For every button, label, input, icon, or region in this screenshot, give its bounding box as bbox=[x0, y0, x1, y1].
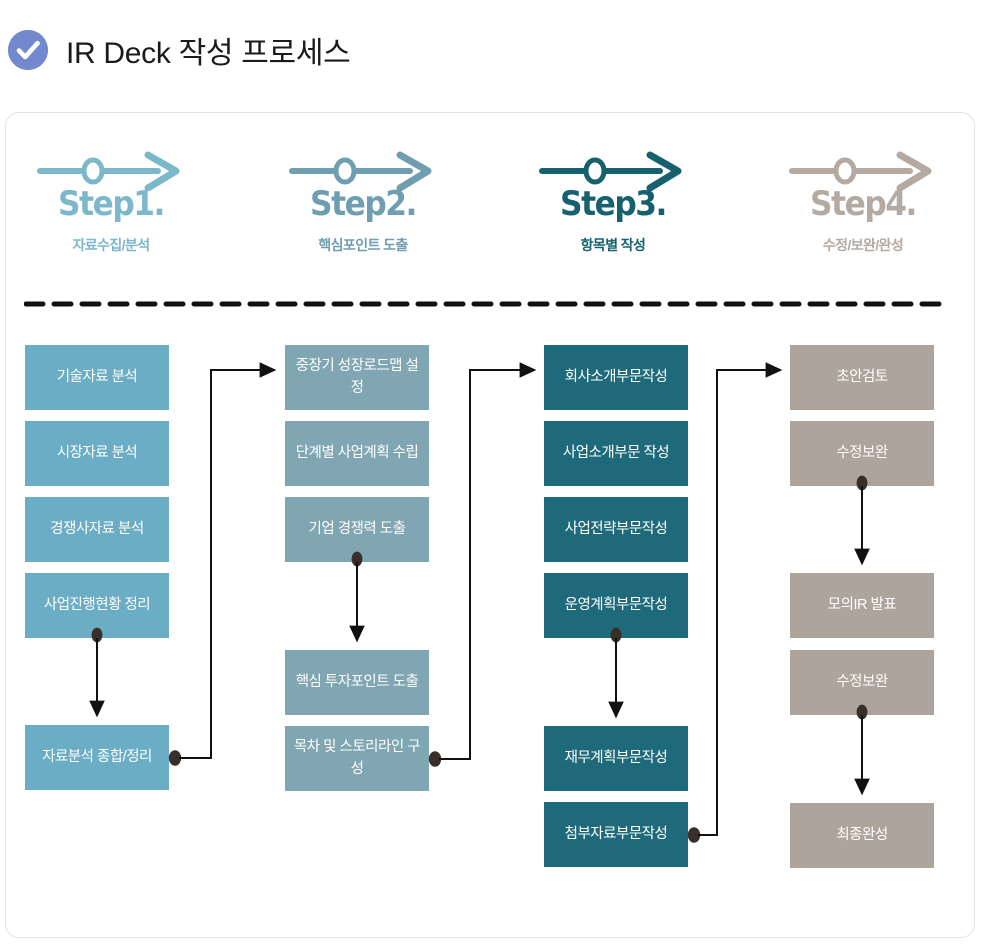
flow-node[interactable]: 사업전략부문작성 bbox=[544, 497, 688, 562]
step-label: 핵심포인트 도출 bbox=[318, 237, 408, 253]
flow-area: 기술자료 분석 시장자료 분석 경쟁사자료 분석 사업진행현황 정리 자료분석 … bbox=[6, 113, 974, 937]
step-arrow-icon bbox=[788, 151, 938, 191]
process-diagram-card: Step1. 자료수집/분석 Step2. 핵심포인트 도출 bbox=[5, 112, 975, 938]
connector-col2-to-col3 bbox=[428, 362, 537, 767]
connector-col1-to-col2 bbox=[168, 362, 277, 766]
connector-col3-to-col4 bbox=[687, 362, 783, 843]
step-word: Step1. bbox=[58, 184, 165, 224]
flow-node[interactable]: 수정보완 bbox=[790, 650, 934, 715]
flow-node[interactable]: 경쟁사자료 분석 bbox=[25, 497, 169, 562]
flow-node[interactable]: 단계별 사업계획 수립 bbox=[285, 421, 429, 486]
connector-col2-down bbox=[349, 551, 365, 643]
flow-node[interactable]: 목차 및 스토리라인 구성 bbox=[285, 726, 429, 791]
check-circle-icon bbox=[8, 30, 48, 70]
flow-node[interactable]: 운영계획부문작성 bbox=[544, 573, 688, 638]
step-word: Step4. bbox=[810, 184, 917, 224]
flow-node[interactable]: 핵심 투자포인트 도출 bbox=[285, 650, 429, 715]
connector-col4-down-2 bbox=[854, 704, 870, 796]
connector-col3-down bbox=[608, 627, 624, 719]
flow-node[interactable]: 자료분석 종합/정리 bbox=[25, 725, 169, 790]
connector-col4-down-1 bbox=[854, 475, 870, 566]
steps-header-row: Step1. 자료수집/분석 Step2. 핵심포인트 도출 bbox=[6, 113, 974, 303]
flow-node[interactable]: 시장자료 분석 bbox=[25, 421, 169, 486]
flow-node[interactable]: 기업 경쟁력 도출 bbox=[285, 497, 429, 562]
flow-node[interactable]: 최종완성 bbox=[790, 803, 934, 868]
step-arrow-icon bbox=[288, 151, 438, 191]
flow-node[interactable]: 기술자료 분석 bbox=[25, 345, 169, 410]
step-header-1: Step1. 자료수집/분석 bbox=[11, 151, 211, 255]
step-word: Step2. bbox=[310, 184, 417, 224]
section-divider bbox=[24, 301, 942, 307]
step-arrow-icon bbox=[538, 151, 688, 191]
flow-node[interactable]: 모의IR 발표 bbox=[790, 573, 934, 638]
page-header: IR Deck 작성 프로세스 bbox=[0, 0, 983, 100]
flow-node[interactable]: 수정보완 bbox=[790, 421, 934, 486]
flow-node[interactable]: 회사소개부문작성 bbox=[544, 345, 688, 410]
step-arrow-icon bbox=[36, 151, 186, 191]
flow-node[interactable]: 사업진행현황 정리 bbox=[25, 573, 169, 638]
step-header-3: Step3. 항목별 작성 bbox=[513, 151, 713, 255]
step-header-2: Step2. 핵심포인트 도출 bbox=[263, 151, 463, 255]
flow-node[interactable]: 첨부자료부문작성 bbox=[544, 802, 688, 867]
step-label: 자료수집/분석 bbox=[72, 237, 151, 253]
step-word: Step3. bbox=[560, 184, 667, 224]
page-title: IR Deck 작성 프로세스 bbox=[66, 37, 351, 70]
flow-node[interactable]: 사업소개부문 작성 bbox=[544, 421, 688, 486]
flow-node[interactable]: 중장기 성장로드맵 설정 bbox=[285, 345, 429, 410]
flow-node[interactable]: 초안검토 bbox=[790, 345, 934, 410]
connector-col1-down bbox=[89, 627, 105, 718]
step-label: 항목별 작성 bbox=[580, 237, 646, 253]
step-header-4: Step4. 수정/보완/완성 bbox=[763, 151, 963, 255]
step-label: 수정/보완/완성 bbox=[822, 237, 904, 253]
flow-node[interactable]: 재무계획부문작성 bbox=[544, 726, 688, 791]
